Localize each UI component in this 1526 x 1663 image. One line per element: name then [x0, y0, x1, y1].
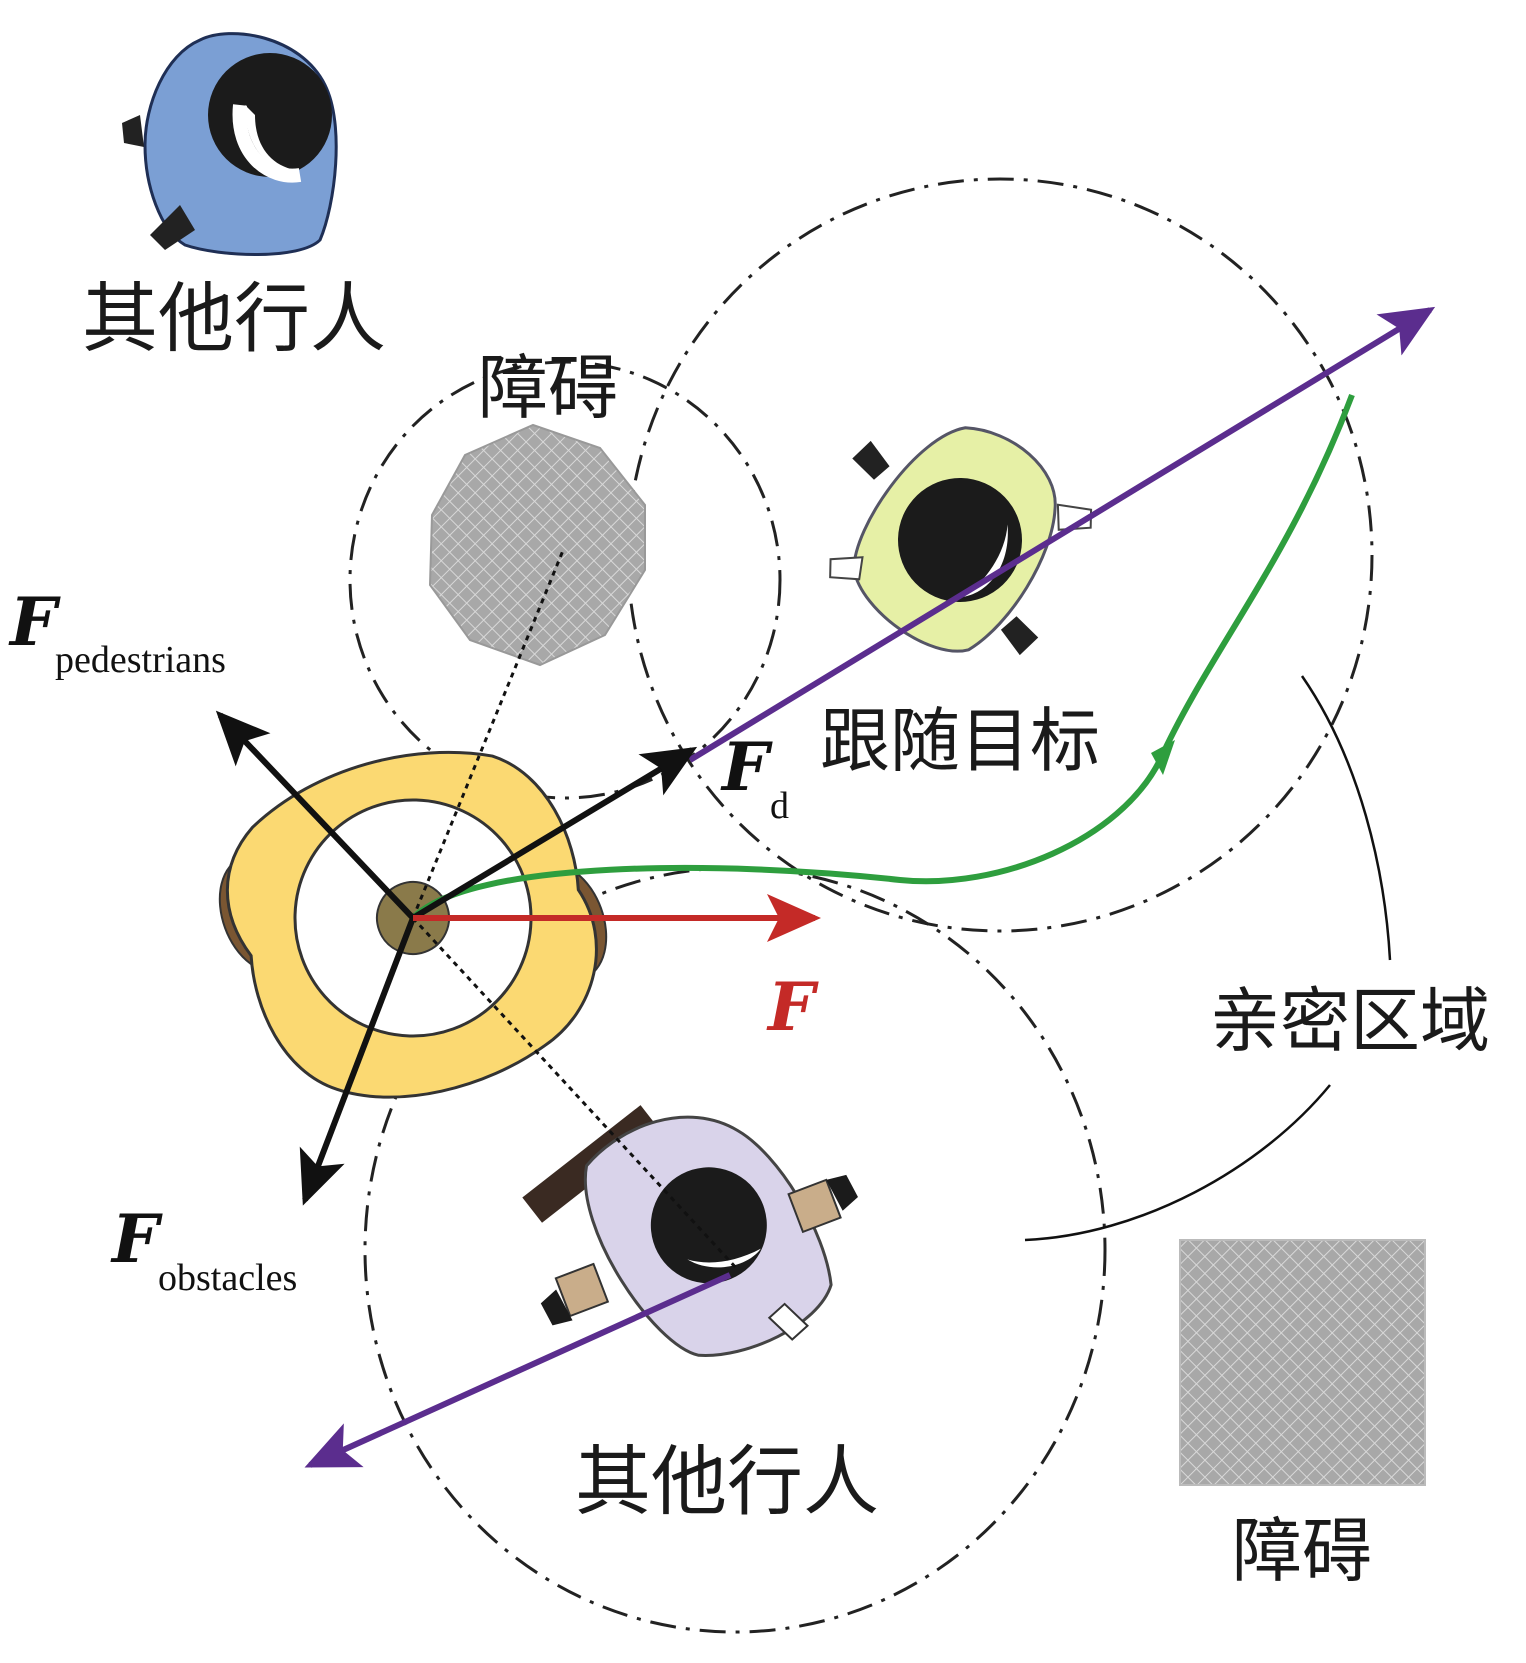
force-desired-arrow: [411, 746, 698, 921]
force-obstacles-arrow: [299, 916, 416, 1206]
svg-text:F: F: [720, 728, 773, 806]
obstacle-octagon-icon: [428, 423, 646, 667]
pedestrian-icon: [122, 32, 338, 256]
pedestrian-icon: [522, 1105, 858, 1357]
force-obstacles-label: F obstacles: [110, 1200, 297, 1299]
intimate-zone-leaders: [1024, 675, 1392, 1242]
svg-text:obstacles: obstacles: [158, 1257, 297, 1299]
robot-icon: [218, 750, 608, 1099]
force-resultant-label: F: [766, 968, 819, 1046]
pedestrian-top-label: 其他行人: [82, 274, 386, 363]
obstacle-bottom-label: 障碍: [1232, 1510, 1372, 1592]
svg-text:F: F: [766, 968, 819, 1046]
pedestrian-velocity-arrow: [304, 1272, 732, 1468]
svg-text:d: d: [770, 785, 789, 827]
svg-text:F: F: [8, 583, 61, 661]
svg-text:F: F: [110, 1200, 163, 1278]
force-pedestrians-arrow: [215, 710, 416, 921]
force-desired-label: F d: [720, 728, 789, 827]
pedestrian-bottom-label: 其他行人: [575, 1437, 879, 1526]
force-pedestrians-label: F pedestrians: [8, 583, 226, 681]
trajectory-path: [410, 393, 1355, 921]
target-velocity-arrow: [688, 306, 1436, 763]
trajectory-arrowhead: [1151, 740, 1175, 775]
obstacle-square-icon: [1179, 1239, 1426, 1486]
follow-target-label: 跟随目标: [820, 700, 1100, 782]
intimate-zone-label: 亲密区域: [1210, 980, 1490, 1062]
distance-lines: [411, 547, 740, 1272]
obstacle-zone-circle: [348, 360, 782, 800]
svg-text:pedestrians: pedestrians: [55, 639, 226, 681]
target-person-icon: [829, 426, 1093, 656]
obstacle-top-label: 障碍: [478, 347, 618, 429]
